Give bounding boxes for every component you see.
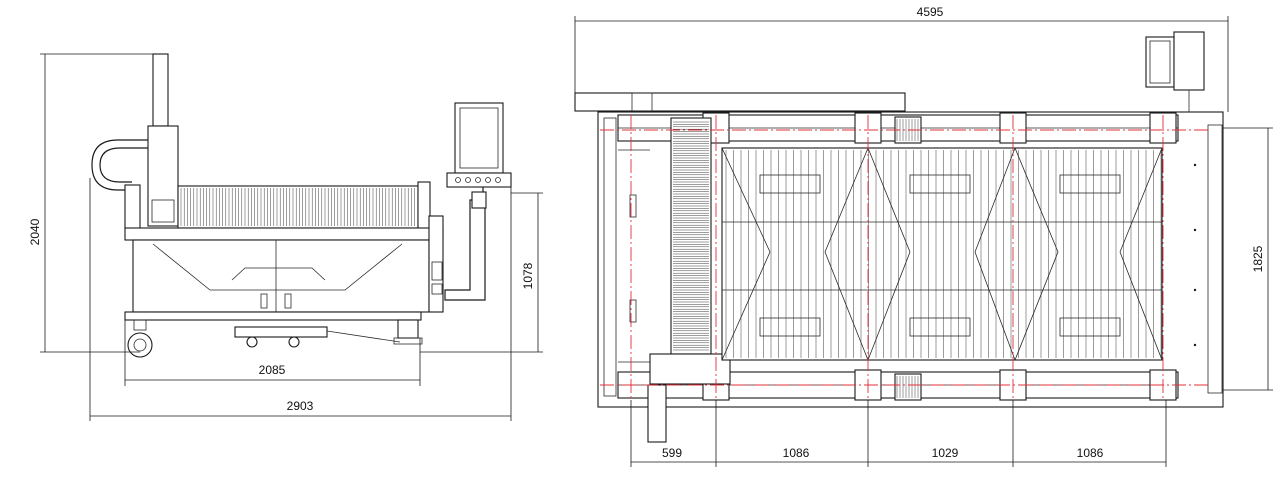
- side-view: 2040 1078 2085 2903: [28, 53, 543, 421]
- dim-overall-width-top: 1825: [1251, 245, 1265, 272]
- dim-overall-height: 2040: [28, 218, 42, 245]
- dim-segment-4: 1086: [1077, 446, 1104, 460]
- top-view: 4595 1825 599 1086 1029 1086: [574, 5, 1273, 467]
- dim-base-width: 2085: [259, 363, 286, 377]
- dim-table-height: 1078: [521, 262, 535, 289]
- dim-segment-2: 1086: [783, 446, 810, 460]
- dim-overall-width: 2903: [287, 399, 314, 413]
- dim-segment-3: 1029: [932, 446, 959, 460]
- dim-overall-length: 4595: [917, 5, 944, 19]
- dim-segment-1: 599: [662, 446, 682, 460]
